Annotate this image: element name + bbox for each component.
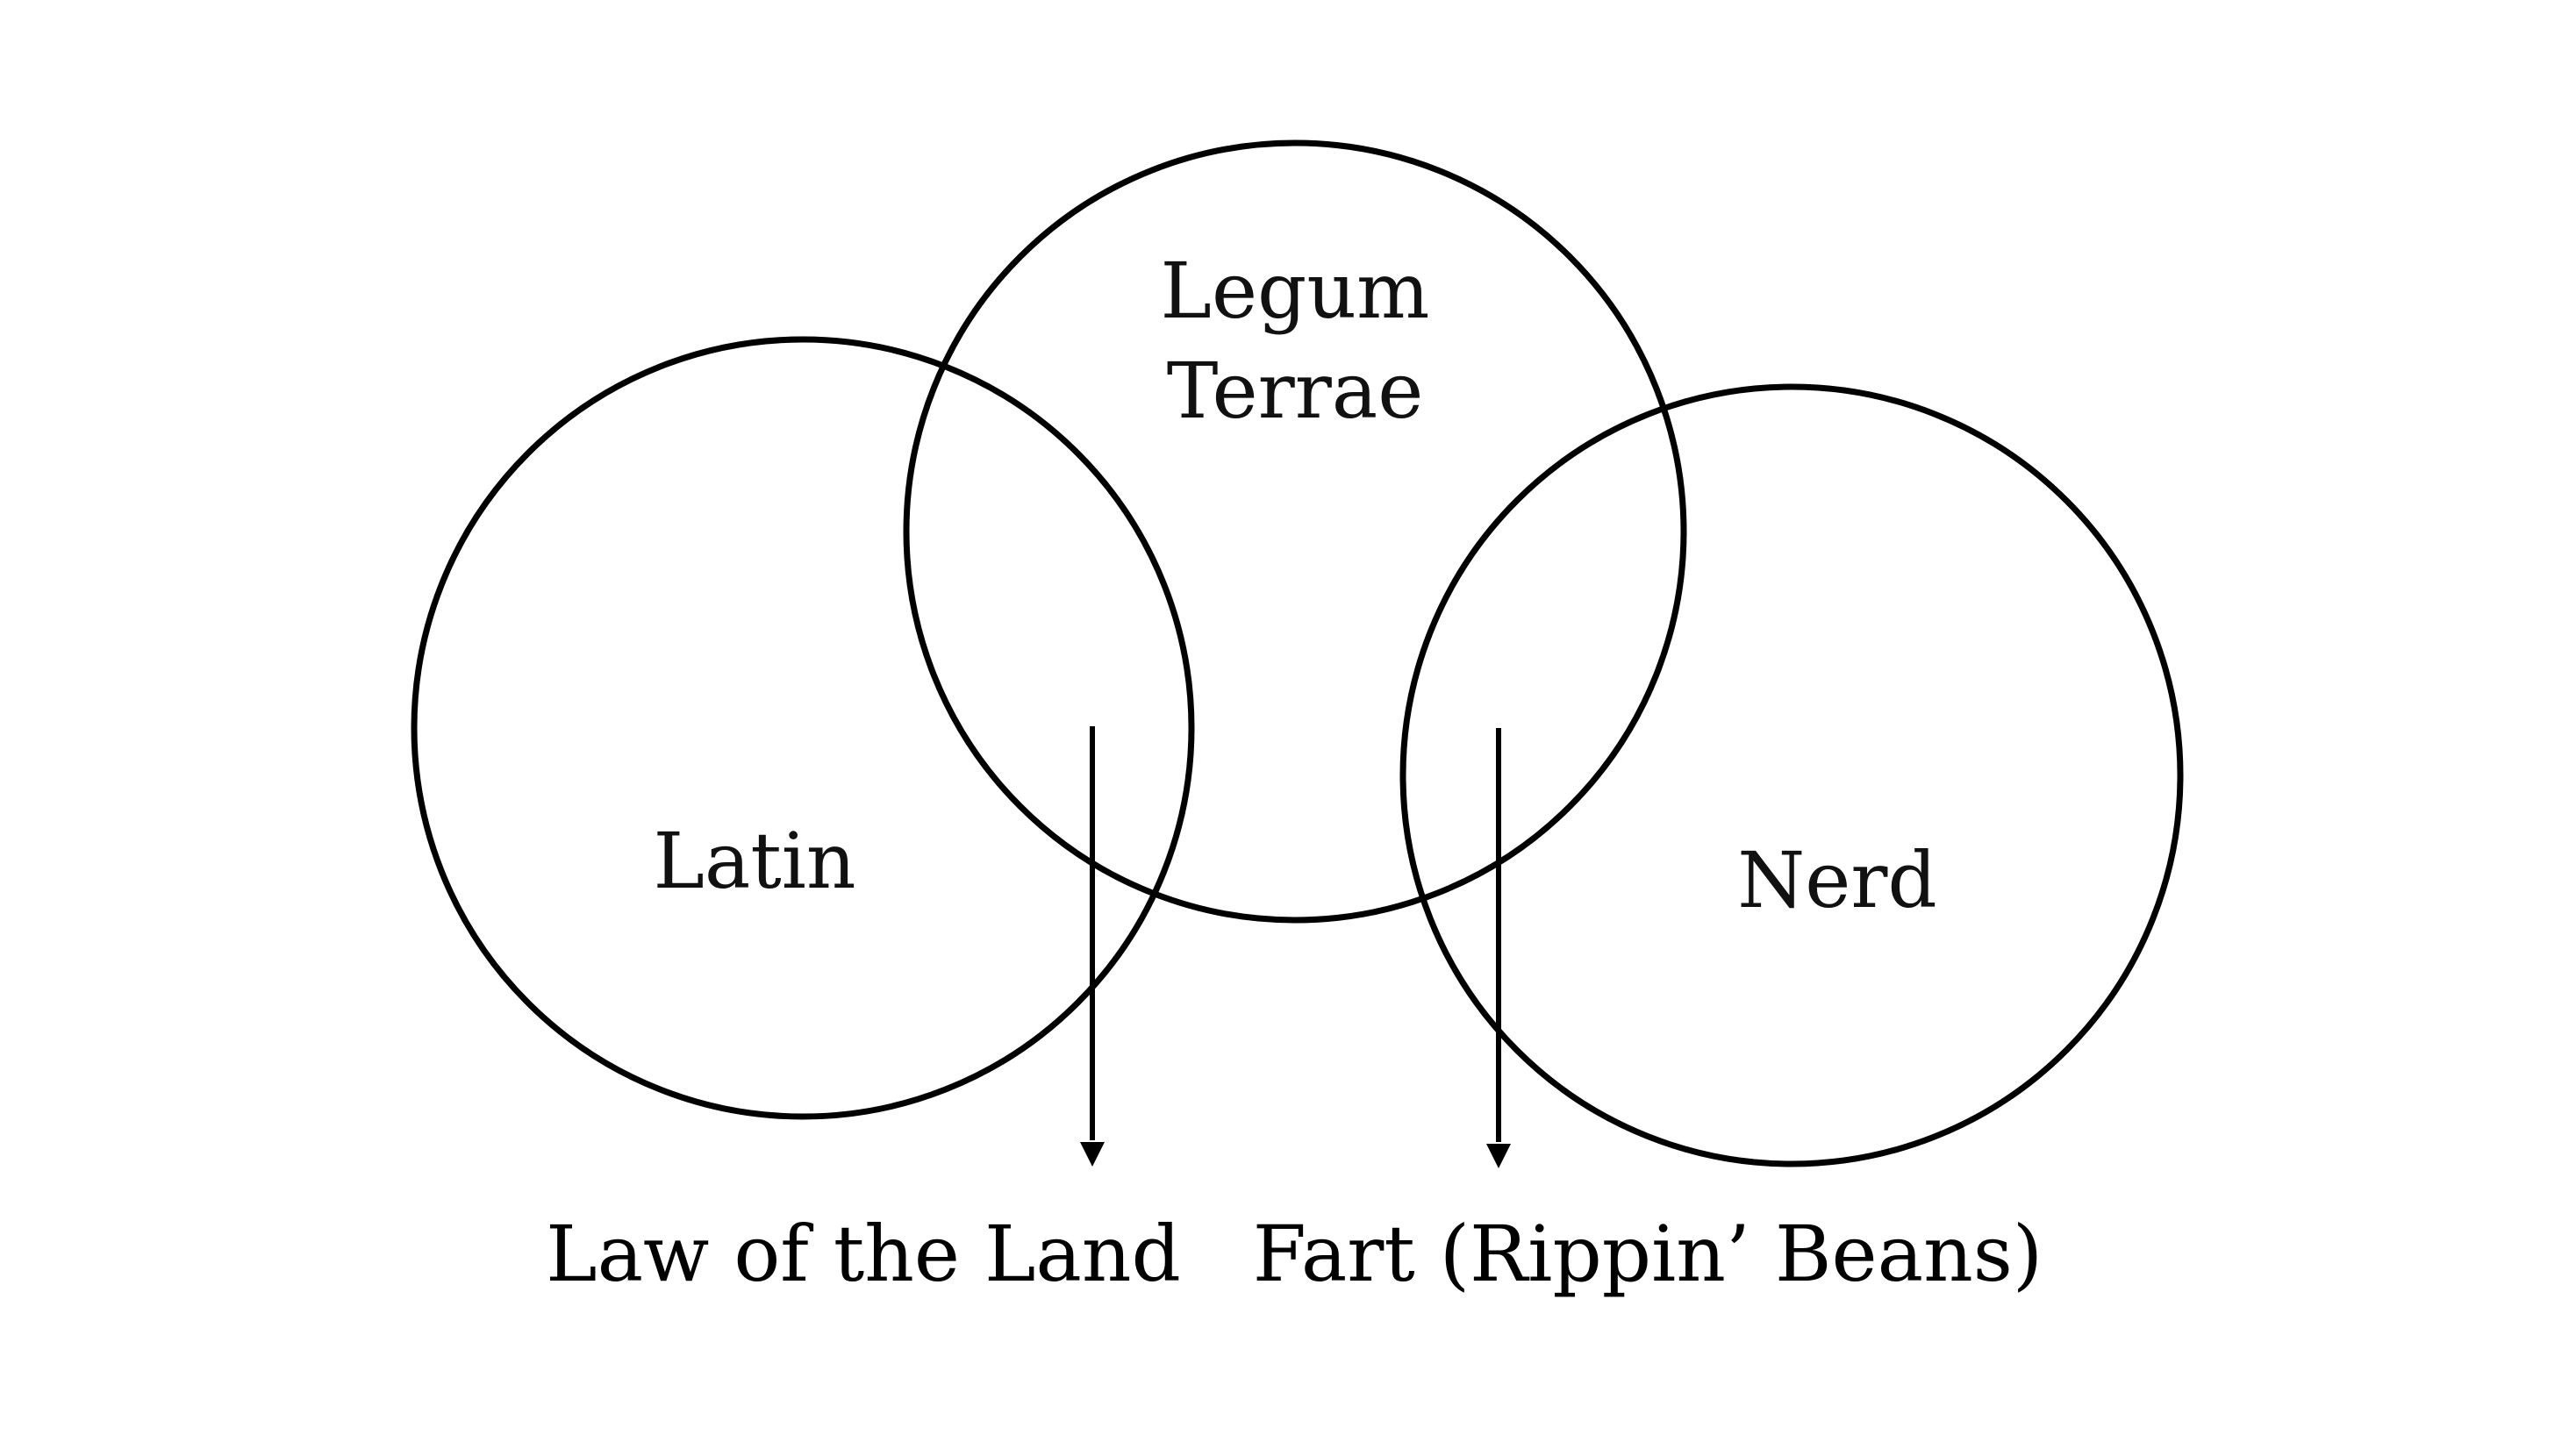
result-fart: Fart (Rippin’ Beans) bbox=[1253, 1209, 2043, 1299]
label-latin: Latin bbox=[653, 816, 855, 906]
label-nerd: Nerd bbox=[1737, 835, 1936, 925]
label-legum: Legum bbox=[1161, 246, 1430, 336]
result-law-of-the-land: Law of the Land bbox=[546, 1209, 1181, 1299]
arrow-legum-nerd-head bbox=[1486, 1144, 1511, 1168]
circle-latin bbox=[411, 336, 1195, 1120]
circle-legum-terrae bbox=[903, 139, 1687, 924]
circle-nerd bbox=[1399, 383, 2184, 1167]
arrow-latin-legum-head bbox=[1080, 1142, 1105, 1167]
label-terrae: Terrae bbox=[1167, 346, 1424, 436]
